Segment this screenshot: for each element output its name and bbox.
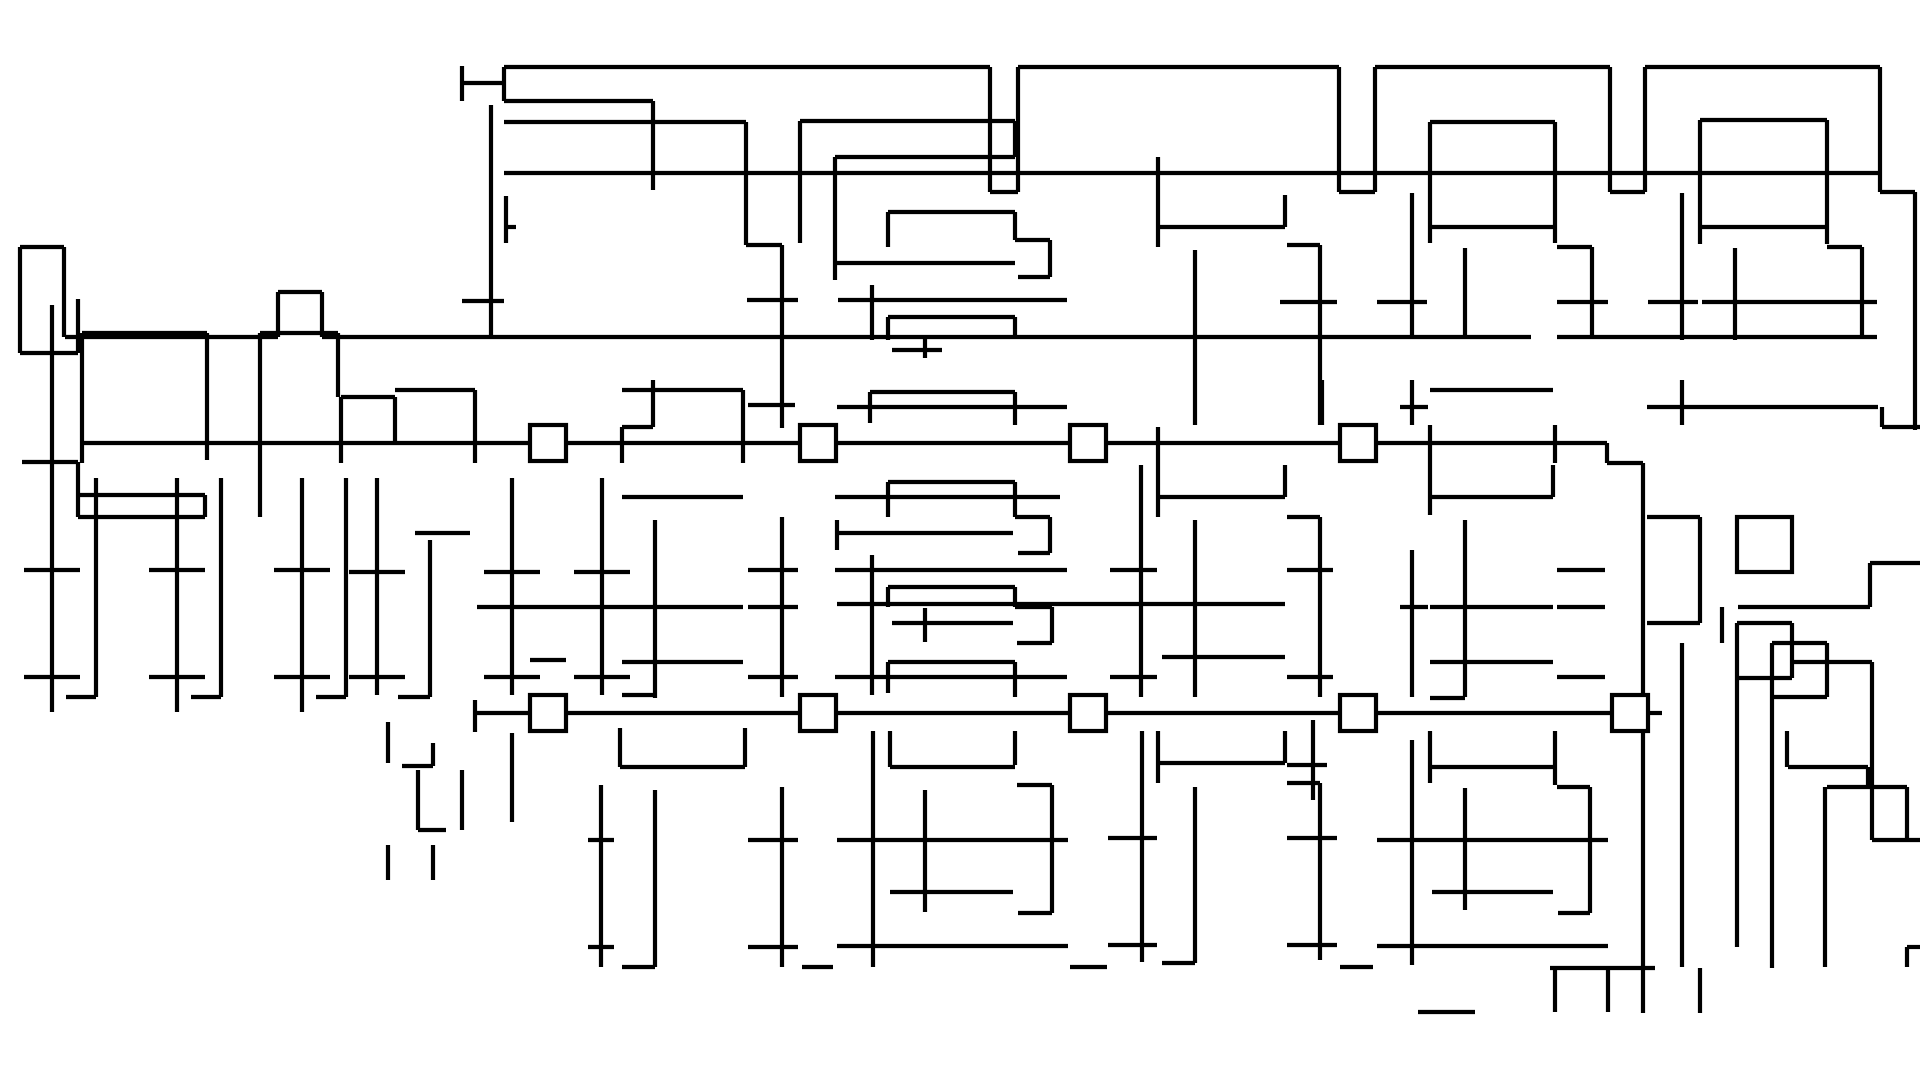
- node-box: [797, 422, 839, 464]
- node-box: [527, 692, 569, 734]
- wire-segments: [17, 64, 1920, 1015]
- node-box: [1067, 422, 1109, 464]
- node-box: [1734, 514, 1795, 575]
- node-box: [1337, 692, 1379, 734]
- node-box: [1337, 422, 1379, 464]
- node-box: [1067, 692, 1109, 734]
- node-box: [797, 692, 839, 734]
- node-box: [527, 422, 569, 464]
- node-box: [1609, 692, 1651, 734]
- node-boxes: [527, 422, 1795, 734]
